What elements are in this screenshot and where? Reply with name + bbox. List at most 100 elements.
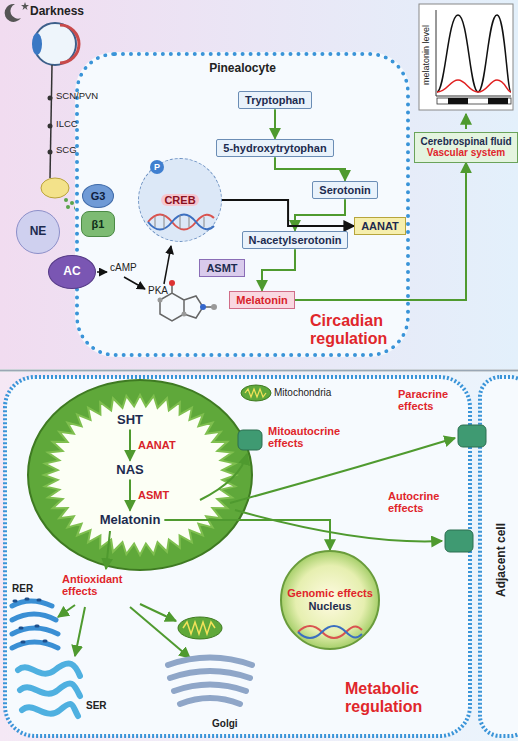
node-text: Cerebrospinal fluid: [420, 136, 511, 148]
node-text: CREB: [161, 194, 198, 207]
node-text: Nucleus: [309, 600, 352, 613]
node-text: G3: [91, 190, 106, 203]
background: [0, 372, 518, 741]
melatonin-chart: [436, 10, 511, 96]
cell-membranes: [5, 377, 518, 736]
figure-label: Paracrine effects: [398, 388, 460, 412]
node-text: Serotonin: [319, 184, 370, 197]
receptor: [238, 430, 262, 450]
mitochondrial-cristae: [44, 395, 236, 555]
melatonin-chart: [437, 98, 511, 104]
mitochondrion-large: [28, 380, 252, 570]
neural-pathway: [66, 205, 70, 209]
ne-circle: NE: [16, 210, 60, 254]
node-text: 5-hydroxytrytophan: [223, 142, 326, 155]
pinealocyte-cell: PinealocyteTryptophan 5-hydroxytrytophanS…: [75, 52, 410, 357]
figure-label: Mitoautocrine effects: [268, 425, 358, 449]
pathway-arrow: [129, 429, 131, 460]
melatonin-chart: [448, 98, 468, 104]
product-box: Melatonin: [229, 291, 294, 310]
mitochondrion-small: [178, 617, 222, 639]
receptor: [458, 425, 486, 447]
figure-label: SCG: [56, 145, 77, 155]
dna-helix: [148, 215, 214, 230]
melatonin-chart: [437, 80, 511, 92]
cell-interior: [75, 52, 410, 357]
enzyme-label: ASMT: [138, 489, 169, 501]
moon-star-icon: [21, 2, 29, 10]
node-text: NE: [30, 225, 47, 239]
node-text: Vascular system: [420, 147, 511, 159]
neural-pathway: [64, 198, 68, 202]
figure-label: Circadian regulation: [310, 312, 406, 347]
rough-er: [12, 614, 56, 620]
figure-label: ILCC: [56, 119, 78, 129]
cell-membranes: [5, 377, 470, 736]
pathway-arrow: [275, 157, 345, 180]
product-text: Melatonin: [96, 511, 165, 530]
signal-arrows: [164, 246, 171, 284]
figure-label: Metabolic regulation: [345, 680, 457, 715]
effect-arrows: [235, 510, 442, 541]
node-text: ASMT: [206, 262, 237, 275]
pathway-arrow: [274, 109, 276, 138]
pathway-arrow: [222, 200, 354, 226]
node-text: β1: [92, 218, 105, 231]
effect-arrows: [75, 607, 85, 656]
enzyme-box: ASMT: [199, 259, 244, 278]
golgi: [170, 671, 250, 678]
figure-label: SCN/PVN: [56, 91, 98, 101]
metabolite-text: SHT: [113, 411, 147, 430]
dna-helix: [148, 215, 214, 230]
figure-label: PKA: [148, 285, 168, 296]
node-text: Pinealocyte: [79, 62, 406, 76]
eye-illustration: [32, 33, 42, 55]
figure-label: Golgi: [212, 718, 238, 729]
melatonin-molecule: [158, 298, 163, 303]
figure-label: Antioxidant effects: [62, 573, 144, 597]
neural-pathway: [41, 65, 78, 210]
rough-er: [12, 599, 58, 648]
neural-pathway: [41, 178, 69, 198]
rough-er: [12, 601, 52, 606]
golgi: [180, 698, 240, 704]
enzyme-box: AANAT: [354, 217, 406, 236]
dna-helix: [155, 215, 204, 229]
figure-label: RER: [12, 583, 33, 594]
mitochondrion-large: [28, 380, 252, 570]
signal-arrows: [124, 277, 145, 289]
neural-pathway: [70, 201, 74, 205]
moon-star-icon: [5, 2, 29, 22]
node-text: Genomic effects: [287, 587, 373, 600]
effect-arrows: [58, 605, 75, 617]
figure-label: Mitochondria: [274, 387, 331, 398]
node-text: Tryptophan: [245, 94, 305, 107]
smooth-er: [22, 704, 78, 716]
enzyme-label: AANAT: [138, 439, 176, 451]
melatonin-molecule: [200, 304, 206, 310]
rough-er: [14, 599, 46, 642]
nucleus-illustration: [281, 551, 379, 649]
background: [0, 0, 518, 369]
golgi: [168, 658, 252, 666]
figure-label: Darkness: [30, 5, 84, 18]
effect-arrows: [200, 454, 247, 500]
golgi: [168, 658, 252, 705]
melatonin-molecule: [182, 312, 187, 317]
node-text: NAS: [116, 463, 143, 478]
adenylyl-cyclase: AC: [48, 255, 96, 289]
melatonin-molecule: [160, 283, 214, 321]
melatonin-molecule: [169, 280, 175, 286]
nucleus-illustration: [298, 626, 362, 638]
melatonin-chart: [437, 15, 511, 92]
circulation-box: Cerebrospinal fluidVascular system: [414, 132, 517, 163]
golgi: [174, 685, 246, 692]
cell-interior: [138, 158, 222, 242]
nucleus-illustration: [298, 626, 362, 638]
effect-arrows: [58, 438, 455, 658]
figure-label: P: [150, 160, 164, 174]
dna-helix: [148, 215, 214, 230]
moon-star-icon: [5, 4, 21, 22]
mitochondrion-small: [183, 622, 215, 634]
